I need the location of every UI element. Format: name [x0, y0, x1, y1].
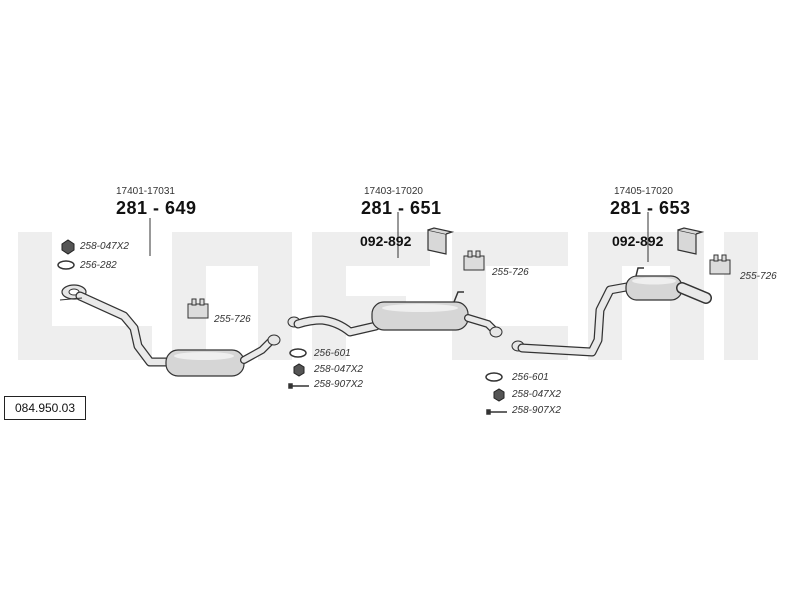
center-pipe-section	[287, 291, 503, 338]
gasket-icon	[57, 260, 503, 382]
hanger-label-2: 255-726	[492, 267, 529, 278]
rear-pipe-section	[511, 267, 712, 357]
mount-number-3: 092-892	[612, 233, 664, 249]
part-number-2: 281 - 651	[361, 198, 442, 218]
front-pipe-section	[59, 284, 281, 377]
mount-bracket-icon	[427, 227, 705, 255]
rear-bolt-label: 258-907X2	[512, 405, 561, 416]
bolt-icon	[288, 383, 507, 415]
part-number-3: 281 - 653	[610, 198, 691, 218]
kit-number-box: 084.950.03	[4, 396, 86, 420]
oem-number-1: 17401-17031	[116, 186, 175, 197]
oem-number-2: 17403-17020	[364, 186, 423, 197]
rear-nut-label: 258-047X2	[512, 389, 561, 400]
mid-nut-label: 258-047X2	[314, 364, 363, 375]
rear-gasket-label: 256-601	[512, 372, 549, 383]
hanger-icon	[187, 250, 731, 319]
nut-icon	[61, 239, 505, 402]
mount-number-2: 092-892	[360, 233, 412, 249]
oem-number-3: 17405-17020	[614, 186, 673, 197]
mid-bolt-label: 258-907X2	[314, 379, 363, 390]
front-nut-label: 258-047X2	[80, 241, 129, 252]
front-gasket-label: 256-282	[80, 260, 117, 271]
hanger-label-3: 255-726	[740, 271, 777, 282]
mid-gasket-label: 256-601	[314, 348, 351, 359]
hanger-label-1: 255-726	[214, 314, 251, 325]
part-number-1: 281 - 649	[116, 198, 197, 218]
